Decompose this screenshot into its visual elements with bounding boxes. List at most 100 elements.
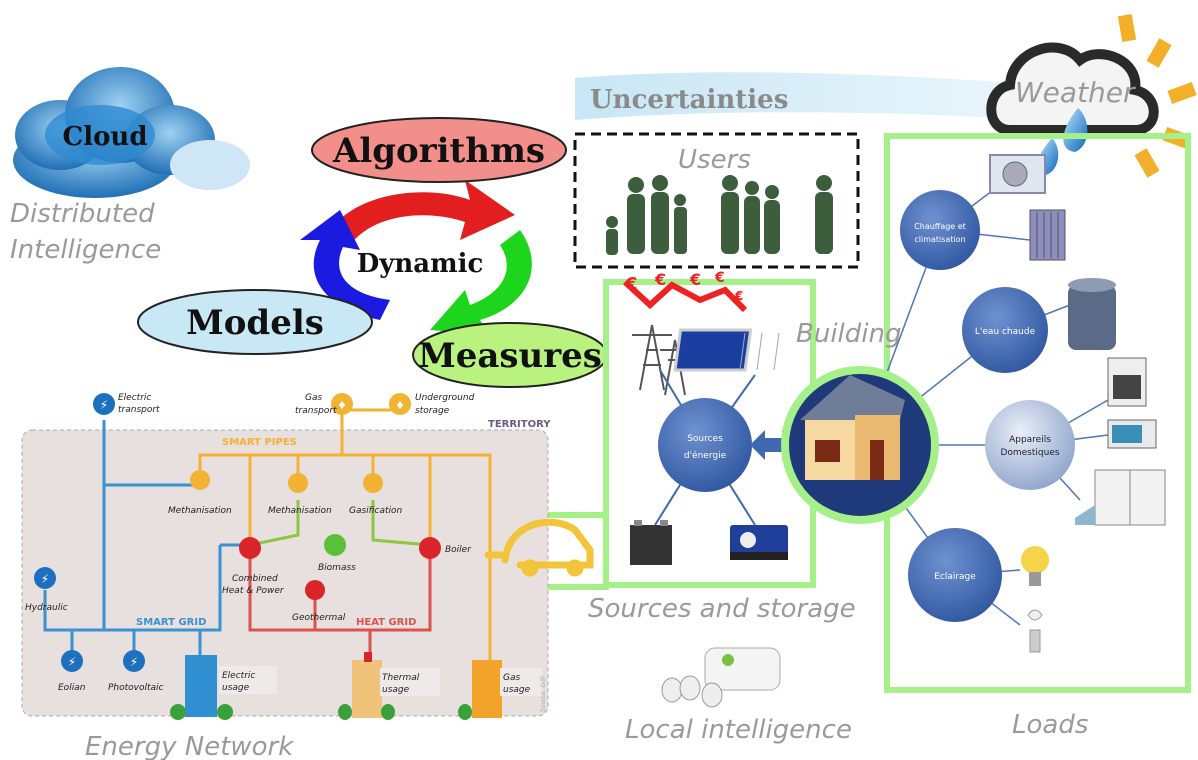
svg-text:€: € [654, 270, 666, 289]
users-label: Users [678, 145, 751, 175]
electric-car-plug-icon [484, 518, 594, 577]
hot-water-node [962, 287, 1048, 373]
distributed-label-1: Distributed [10, 199, 155, 229]
dynamic-cycle-arrows [300, 180, 532, 335]
energy-network-label: Energy Network [85, 732, 294, 760]
methanisation-icon [288, 473, 308, 493]
house-icon [800, 375, 905, 480]
sources-node [658, 398, 752, 492]
smart-pipes-label: SMART PIPES [222, 437, 297, 448]
heating-label-1: Chauffage et [914, 222, 966, 231]
heating-node [900, 190, 980, 270]
cfl-bulb-icon [1027, 609, 1043, 653]
distributed-label-2: Intelligence [10, 235, 161, 265]
svg-text:⚡: ⚡ [68, 655, 76, 669]
methanisation-label-2: Methanisation [268, 506, 332, 516]
cloud-label: Cloud [63, 122, 148, 152]
lighting-label: Eclairage [934, 572, 976, 582]
dynamic-label: Dynamic [357, 249, 484, 279]
biomass-label: Biomass [318, 563, 356, 573]
algorithms-pill [311, 117, 567, 183]
models-pill [137, 289, 373, 355]
generator-icon [730, 525, 788, 560]
solar-panel-icon [673, 328, 780, 372]
weather-cloud-icon [986, 42, 1159, 135]
hydraulic-label: Hydraulic [25, 603, 68, 613]
gasification-label: Gasification [349, 506, 402, 516]
gas-transport-icon: ♦ [331, 393, 353, 415]
thermal-usage-building-icon [338, 652, 395, 720]
eolian-label: Eolian [58, 683, 86, 693]
weather-label: Weather [1015, 76, 1136, 109]
appliances-label-1: Appareils [1009, 435, 1051, 445]
stove-icon [1107, 357, 1147, 407]
electric-usage-building-icon [170, 655, 233, 720]
battery-icon [630, 520, 672, 565]
svg-text:€: € [624, 274, 638, 295]
svg-text:€: € [714, 270, 725, 286]
svg-text:⚡: ⚡ [130, 655, 138, 669]
svg-text:€: € [734, 289, 743, 303]
uncertainties-label: Uncertainties [590, 85, 788, 115]
svg-text:⚡: ⚡ [100, 398, 108, 412]
loads-label: Loads [1012, 710, 1088, 740]
territory-label: TERRITORY [488, 419, 551, 430]
gas-usage-label-1: Gas [503, 673, 520, 683]
electric-transport-label-2: transport [118, 405, 160, 415]
eolian-icon: ⚡ [61, 650, 83, 672]
washing-machine-icon [1075, 469, 1166, 526]
svg-text:♦: ♦ [337, 399, 347, 412]
methanisation-icon [190, 470, 210, 490]
geothermal-label: Geothermal [292, 613, 346, 623]
territory-panel [21, 429, 549, 717]
people-silhouettes-icon [606, 175, 833, 255]
geothermal-icon [305, 580, 325, 600]
gas-transport-label-2: transport [295, 406, 337, 416]
cloud-icon [13, 67, 250, 198]
models-label: Models [186, 303, 324, 343]
euro-trend-icon: € € € € € [622, 270, 748, 313]
heat-grid-label: HEAT GRID [356, 617, 416, 628]
gasification-icon [363, 473, 383, 493]
svg-text:€: € [689, 270, 701, 289]
thermal-usage-label-1: Thermal [382, 673, 420, 683]
photovoltaic-label: Photovoltaic [108, 683, 164, 693]
appliances-label-2: Domestiques [1000, 448, 1059, 458]
sources-node-label-2: d'énergie [684, 450, 727, 461]
source-label: Source: GdF [540, 675, 547, 712]
thermal-usage-label-2: usage [382, 685, 410, 695]
sources-node-label-1: Sources [687, 434, 723, 444]
methanisation-label-1: Methanisation [168, 506, 232, 516]
building-label: Building [796, 319, 901, 349]
gas-pipes [198, 408, 492, 690]
chp-label-2: Heat & Power [222, 586, 285, 596]
local-intelligence-label: Local intelligence [625, 715, 852, 745]
lighting-node [908, 528, 1002, 622]
electric-transport-icon: ⚡ [93, 393, 115, 415]
microwave-icon [1107, 419, 1157, 449]
algorithms-label: Algorithms [332, 131, 545, 171]
electric-usage-label-1: Electric [222, 671, 255, 681]
radiator-icon [1029, 209, 1066, 261]
chp-label-1: Combined [232, 574, 278, 584]
gas-usage-label-2: usage [503, 685, 531, 695]
gas-transport-label-1: Gas [305, 393, 322, 403]
pylon-icon [632, 324, 690, 396]
hydraulic-icon: ⚡ [34, 567, 56, 589]
sources-storage-label: Sources and storage [588, 594, 856, 624]
svg-text:⚡: ⚡ [41, 572, 49, 586]
chp-icon [239, 537, 261, 559]
underground-storage-icon: ♦ [389, 393, 411, 415]
smart-grid-label: SMART GRID [136, 617, 206, 628]
boiler-label: Boiler [445, 545, 472, 555]
uncertainties-banner [575, 72, 1000, 120]
electric-usage-label-2: usage [222, 683, 250, 693]
rain-drop-icon [1063, 108, 1088, 152]
electric-transport-label-1: Electric [118, 393, 151, 403]
svg-text:♦: ♦ [395, 399, 405, 412]
air-conditioner-icon [989, 154, 1046, 194]
smart-plug-icon [661, 647, 781, 708]
underground-label-1: Underground [415, 393, 475, 403]
photovoltaic-icon: ⚡ [123, 650, 145, 672]
